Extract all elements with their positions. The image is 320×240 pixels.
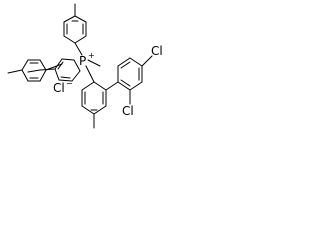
phosphorus-label: P [79,54,86,68]
dichlorophenyl-ring [117,55,153,105]
ortho-chlorine-label: Cl [122,104,134,118]
top-tolyl-ring [63,3,87,44]
structure-canvas: P + Cl − Cl Cl [0,0,173,159]
chloride-label: Cl [53,81,65,95]
far-left-methyl-bond [7,69,23,74]
far-left-tolyl-ring [7,59,63,82]
para-chlorine-label: Cl [151,44,163,58]
p-methyl-bond [87,59,101,67]
biphenyl-tolyl-ring [81,81,107,129]
p-top-ring-bond [74,42,83,56]
p-biphenyl-bond [85,65,95,83]
biaryl-bond [105,81,119,91]
structure-drawing: P + Cl − Cl Cl [7,3,163,129]
para-cl-bond [141,55,153,67]
phosphorus-charge: + [88,51,95,60]
chloride-charge: − [66,79,73,88]
